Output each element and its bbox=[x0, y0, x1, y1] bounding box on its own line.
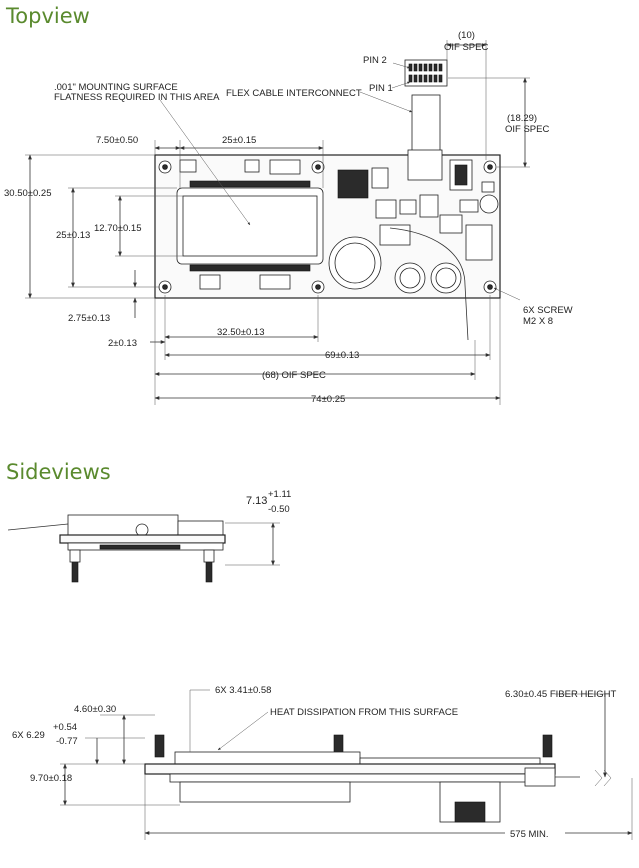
dim-3250: 32.50±0.13 bbox=[217, 327, 264, 338]
board-side-1 bbox=[59, 534, 226, 544]
chip-pins-bottom bbox=[189, 264, 311, 272]
connector-pins bbox=[408, 63, 443, 83]
capacitor-small bbox=[479, 194, 499, 214]
side1-standoffs bbox=[69, 549, 215, 583]
screw-label-line2: M2 X 8 bbox=[523, 316, 553, 327]
fiber-lead bbox=[389, 227, 469, 341]
tol-minus-050: -0.50 bbox=[268, 504, 290, 515]
chip-pins-top bbox=[189, 180, 311, 188]
flex-cable bbox=[411, 94, 441, 158]
screw-label-line1: 6X SCREW bbox=[523, 305, 573, 316]
dim-10: (10) bbox=[458, 30, 475, 41]
tol-minus-077: -0.77 bbox=[56, 736, 78, 747]
tol-plus-111: +1.11 bbox=[268, 489, 291, 500]
oif-spec-a: OIF SPEC bbox=[444, 42, 488, 53]
pin1-label: PIN 1 bbox=[369, 83, 393, 94]
dim-629: 6X 6.29 bbox=[12, 730, 45, 741]
mounting-note-line1: .001" MOUNTING SURFACE bbox=[54, 82, 178, 93]
mounting-surface bbox=[182, 195, 318, 257]
heatsink-bottom bbox=[179, 781, 351, 803]
dim-750: 7.50±0.50 bbox=[96, 135, 138, 146]
sideviews-heading: Sideviews bbox=[6, 460, 111, 484]
dim-68: (68) OIF SPEC bbox=[262, 370, 326, 381]
oif-spec-b: OIF SPEC bbox=[505, 124, 549, 135]
topview-drawing: .001" MOUNTING SURFACE FLATNESS REQUIRED… bbox=[4, 30, 573, 405]
topview-heading: Topview bbox=[6, 4, 90, 28]
tol-plus-054: +0.54 bbox=[53, 722, 77, 733]
dim-2: 2±0.13 bbox=[108, 338, 137, 349]
board-side-2 bbox=[144, 763, 556, 775]
module-housing bbox=[67, 514, 179, 536]
flex-cable-connector bbox=[407, 149, 443, 181]
fiber-lead-side bbox=[7, 523, 69, 531]
dim-74: 74±0.25 bbox=[311, 394, 345, 405]
qfp-chip bbox=[337, 169, 369, 199]
pin2-label: PIN 2 bbox=[363, 55, 387, 66]
dim-25-side: 25±0.13 bbox=[56, 230, 90, 241]
sideview-2-drawing: 6X 3.41±0.58 HEAT DISSIPATION FROM THIS … bbox=[12, 685, 633, 840]
dim-69: 69±0.13 bbox=[325, 350, 359, 361]
dim-1829: (18.29) bbox=[507, 113, 537, 124]
dim-713: 7.13 bbox=[246, 495, 267, 507]
flex-cable-label: FLEX CABLE INTERCONNECT bbox=[226, 88, 362, 99]
dim-575: 575 MIN. bbox=[510, 829, 549, 840]
sideview-1-drawing: 7.13 +1.11 -0.50 bbox=[7, 489, 291, 583]
dim-3050: 30.50±0.25 bbox=[4, 188, 51, 199]
dim-341: 6X 3.41±0.58 bbox=[215, 685, 271, 696]
screw-holes bbox=[158, 160, 497, 294]
mounting-note-line2: FLATNESS REQUIRED IN THIS AREA bbox=[54, 92, 220, 103]
dim-1270: 12.70±0.15 bbox=[94, 223, 141, 234]
dim-970: 9.70±0.18 bbox=[30, 773, 72, 784]
dim-25-top: 25±0.15 bbox=[222, 135, 256, 146]
heat-dissipation-label: HEAT DISSIPATION FROM THIS SURFACE bbox=[270, 707, 458, 718]
fiber-height-label: 6.30±0.45 FIBER HEIGHT bbox=[505, 689, 617, 700]
dim-275: 2.75±0.13 bbox=[68, 313, 110, 324]
dim-460: 4.60±0.30 bbox=[74, 704, 116, 715]
